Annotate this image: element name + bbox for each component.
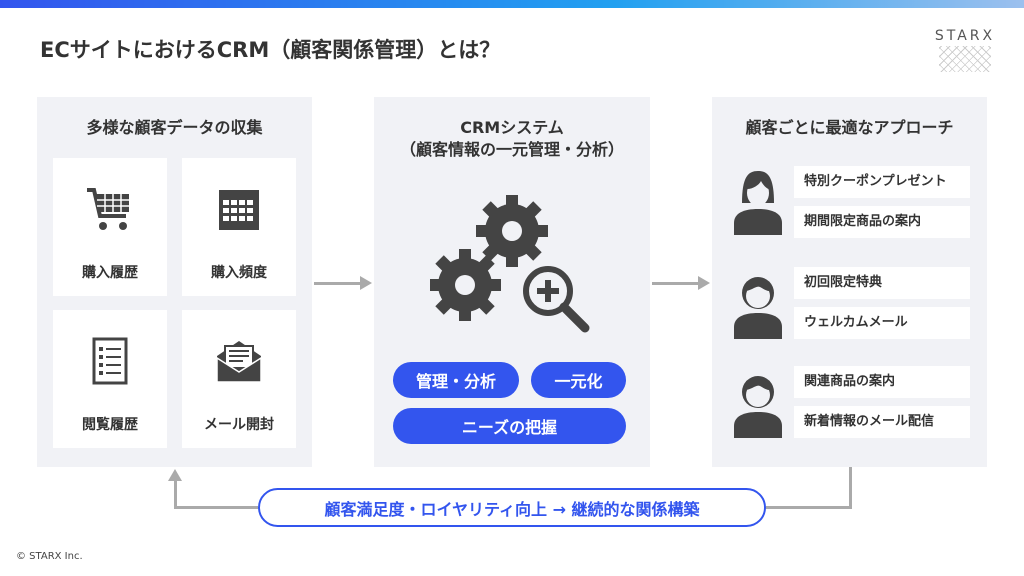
flow-arrow (314, 276, 372, 290)
approach-item: 関連商品の案内 (794, 366, 970, 398)
page-title: ECサイトにおけるCRM（顧客関係管理）とは？ (40, 38, 501, 62)
feedback-line (849, 467, 852, 509)
feedback-line (766, 506, 852, 509)
card-browsing-history: 閲覧履歴 (53, 310, 167, 448)
document-list-icon (92, 337, 128, 385)
panel-heading: 顧客ごとに最適なアプローチ (745, 118, 954, 137)
panel-heading: 多様な顧客データの収集 (86, 118, 263, 137)
feedback-arrowhead (168, 469, 182, 481)
panel-heading: CRMシステム (460, 118, 564, 137)
crm-system-panel: CRMシステム （顧客情報の一元管理・分析） 管理・分析 一元化 ニーズの把握 (374, 97, 650, 467)
pill-centralization: 一元化 (531, 362, 626, 398)
approach-item: 特別クーポンプレゼント (794, 166, 970, 198)
pill-management-analysis: 管理・分析 (393, 362, 519, 398)
card-purchase-history: 購入履歴 (53, 158, 167, 296)
data-collection-panel: 多様な顧客データの収集 購入履歴 購入頻度 閲覧履歴 メール開封 (37, 97, 312, 467)
male-customer-icon (734, 277, 782, 339)
approach-item: 新着情報のメール配信 (794, 406, 970, 438)
copyright: © STARX Inc. (16, 551, 83, 562)
feedback-line (174, 480, 177, 509)
approach-item: 期間限定商品の案内 (794, 206, 970, 238)
feedback-pill: 顧客満足度・ロイヤリティ向上 → 継続的な関係構築 (258, 488, 766, 527)
approach-item: ウェルカムメール (794, 307, 970, 339)
shopping-cart-icon (87, 188, 129, 230)
starx-logo: STARX (930, 28, 1000, 72)
feedback-line (174, 506, 258, 509)
male-customer-icon (734, 376, 782, 438)
calendar-icon (219, 190, 259, 230)
open-envelope-icon (216, 341, 262, 383)
card-purchase-frequency: 購入頻度 (182, 158, 296, 296)
gears-magnifier-icon (430, 195, 590, 333)
approach-item: 初回限定特典 (794, 267, 970, 299)
top-gradient-bar (0, 0, 1024, 8)
pill-needs-understanding: ニーズの把握 (393, 408, 626, 444)
panel-subheading: （顧客情報の一元管理・分析） (399, 140, 624, 159)
female-customer-icon (734, 171, 782, 235)
card-email-open: メール開封 (182, 310, 296, 448)
flow-arrow (652, 276, 710, 290)
approach-panel: 顧客ごとに最適なアプローチ 特別クーポンプレゼント 期間限定商品の案内 初回限定… (712, 97, 987, 467)
